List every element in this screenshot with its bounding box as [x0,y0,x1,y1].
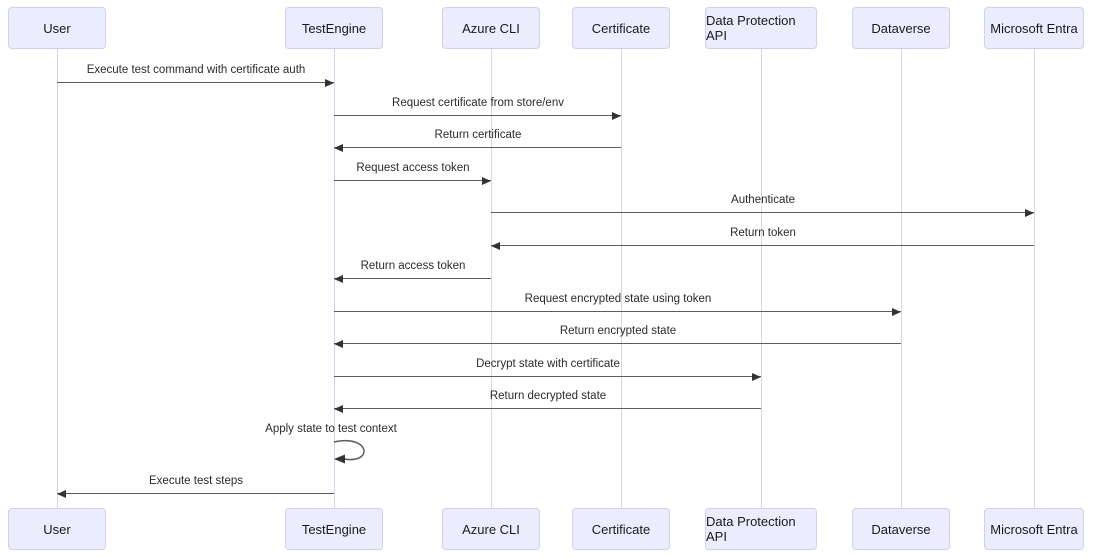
lifeline-user [57,48,58,509]
arrowhead-right-icon [325,79,334,87]
message-line [334,376,761,377]
participant-bottom-data-protection-api: Data Protection API [705,508,817,550]
message-label: Request certificate from store/env [392,97,564,109]
arrowhead-left-icon [334,340,343,348]
arrowhead-right-icon [1025,209,1034,217]
participant-bottom-certificate: Certificate [572,508,670,550]
participant-bottom-user: User [8,508,106,550]
message-line [334,408,761,409]
message-label: Authenticate [731,194,795,206]
participant-label: Dataverse [871,521,931,537]
message-label: Return certificate [434,129,522,141]
arrowhead-right-icon [752,373,761,381]
participant-top-testengine: TestEngine [285,7,383,49]
participant-label: Azure CLI [462,521,520,537]
participant-label: Data Protection API [706,13,796,43]
participant-bottom-microsoft-entra: Microsoft Entra [984,508,1084,550]
arrowhead-left-icon [334,405,343,413]
participant-top-azure-cli: Azure CLI [442,7,540,49]
message-label: Return decrypted state [489,390,607,402]
message-line [491,212,1034,213]
message-line [334,147,621,148]
message-label: Return encrypted state [559,325,677,337]
message-label: Return token [730,227,796,239]
participant-label: Certificate [591,521,651,537]
participant-top-dataverse: Dataverse [852,7,950,49]
message-line [334,311,901,312]
participant-top-certificate: Certificate [572,7,670,49]
participant-label: Azure CLI [462,20,520,36]
message-line [334,115,621,116]
participant-bottom-azure-cli: Azure CLI [442,508,540,550]
message-label: Request access token [356,162,470,174]
participant-bottom-dataverse: Dataverse [852,508,950,550]
participant-label: User [43,521,71,537]
participant-top-data-protection-api: Data Protection API [705,7,817,49]
arrowhead-left-icon [334,275,343,283]
message-line [57,82,334,83]
message-label: Apply state to test context [265,423,397,435]
arrowhead-right-icon [612,112,621,120]
arrowhead-left-icon [491,242,500,250]
participant-label: Microsoft Entra [990,20,1078,36]
message-label: Execute test command with certificate au… [86,64,306,76]
message-label: Return access token [360,260,466,272]
participant-bottom-testengine: TestEngine [285,508,383,550]
lifeline-microsoft-entra [1034,48,1035,509]
arrowhead-right-icon [482,177,491,185]
arrowhead-left-icon [334,144,343,152]
participant-top-microsoft-entra: Microsoft Entra [984,7,1084,49]
arrowhead-right-icon [892,308,901,316]
lifeline-certificate [621,48,622,509]
participant-label: Data Protection API [706,514,796,544]
participant-label: TestEngine [301,521,367,537]
lifeline-azure-cli [491,48,492,509]
participant-label: TestEngine [301,20,367,36]
participant-label: Dataverse [871,20,931,36]
message-label: Execute test steps [149,475,243,487]
participant-label: User [43,20,71,36]
lifeline-dataverse [901,48,902,509]
self-loop-arrow [333,439,365,464]
message-line [334,278,491,279]
message-line [57,493,334,494]
message-line [334,343,901,344]
participant-label: Certificate [591,20,651,36]
message-line [334,180,491,181]
lifeline-data-protection-api [761,48,762,509]
message-line [491,245,1034,246]
message-label: Request encrypted state using token [524,293,712,305]
participant-label: Microsoft Entra [990,521,1078,537]
message-label: Decrypt state with certificate [476,358,620,370]
arrowhead-left-icon [57,490,66,498]
participant-top-user: User [8,7,106,49]
